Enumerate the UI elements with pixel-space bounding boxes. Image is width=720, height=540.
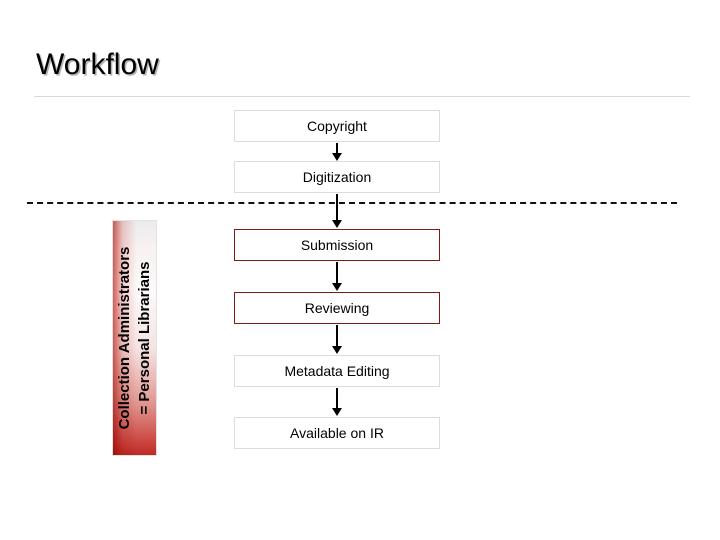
connector-metadata-editing-to-available-on-ir [336,388,338,409]
flow-step-label: Digitization [302,169,372,185]
flow-step-available-on-ir[interactable]: Available on IR [234,417,440,449]
flow-step-label: Submission [300,237,374,253]
flow-step-copyright[interactable]: Copyright [234,110,440,142]
connector-copyright-to-digitization [336,143,338,154]
title-divider-rule [34,96,690,97]
section-divider-dashed-line [27,202,677,204]
flow-step-digitization[interactable]: Digitization [234,161,440,193]
flow-step-label: Available on IR [290,425,384,441]
role-band-label-line2: = Personal Librarians [135,261,153,415]
page-title: Workflow [36,48,159,81]
connector-reviewing-to-metadata-editing [336,325,338,347]
flow-step-metadata-editing[interactable]: Metadata Editing [234,355,440,387]
flow-step-label: Copyright [307,118,367,134]
connector-digitization-to-submission [336,194,338,221]
flow-step-reviewing[interactable]: Reviewing [234,292,440,324]
role-band-label: Collection Administrators = Personal Lib… [115,247,155,430]
connector-submission-to-reviewing [336,262,338,284]
flow-step-submission[interactable]: Submission [234,229,440,261]
flow-step-label: Reviewing [304,300,370,316]
role-band-label-line1: Collection Administrators [115,246,133,430]
flow-step-label: Metadata Editing [284,363,390,379]
role-band: Collection Administrators = Personal Lib… [112,220,157,456]
